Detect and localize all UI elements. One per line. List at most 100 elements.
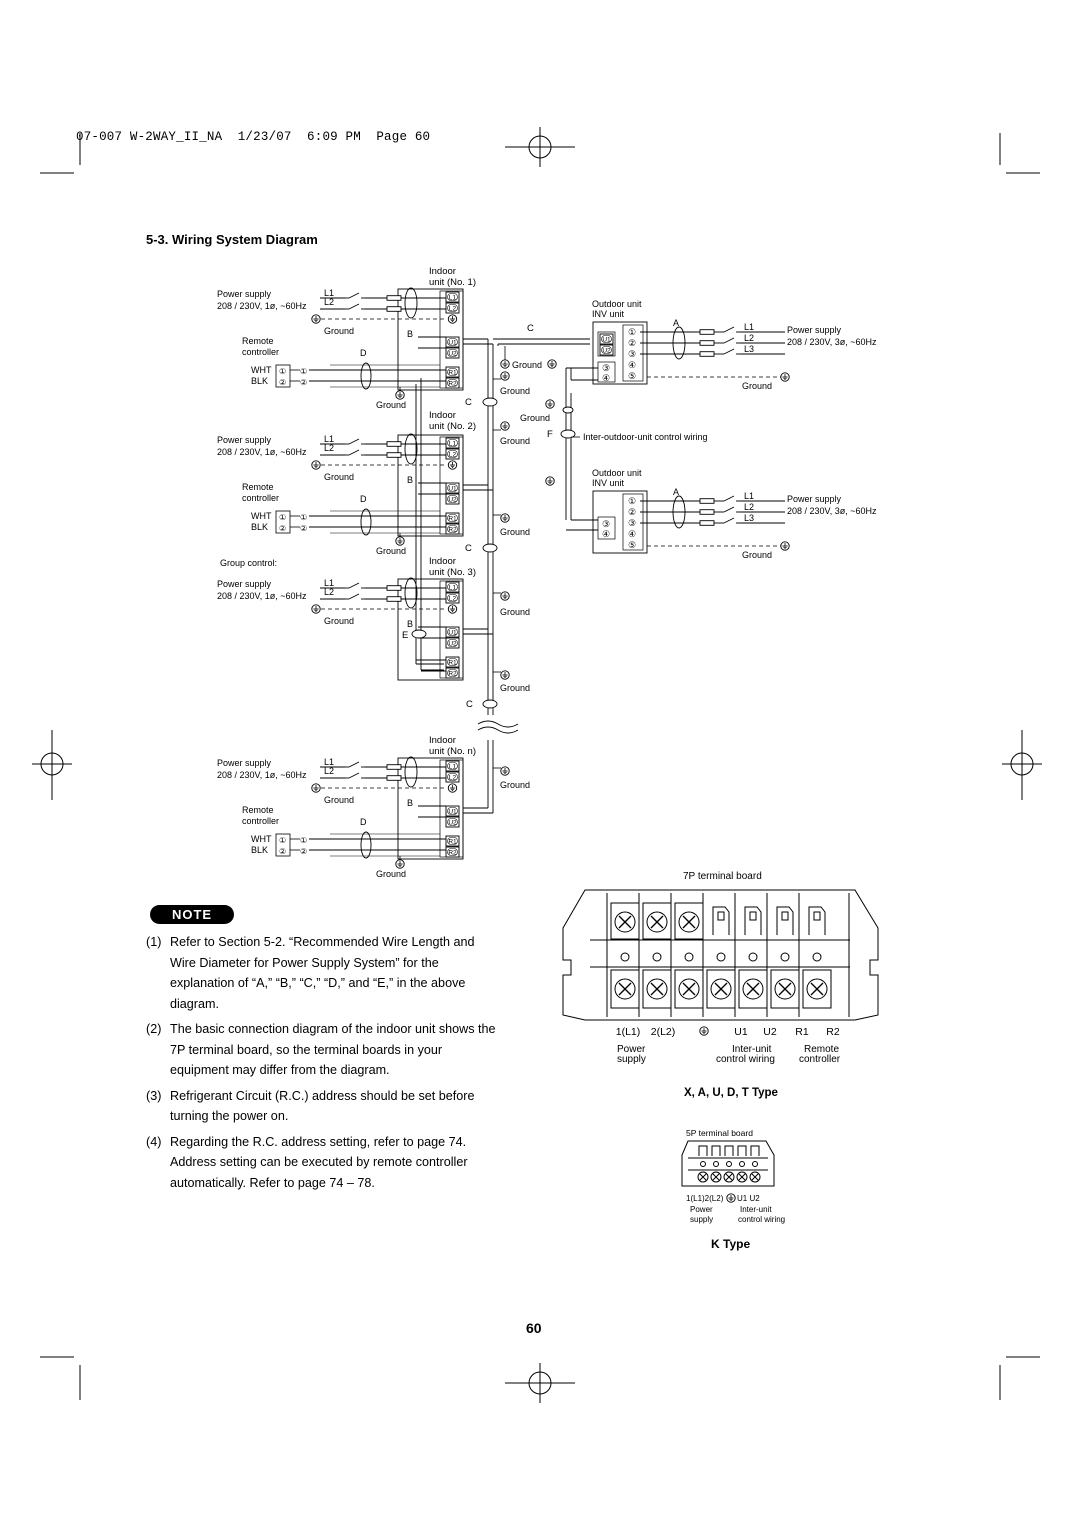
svg-text:INV unit: INV unit (592, 309, 625, 319)
svg-text:control wiring: control wiring (738, 1215, 785, 1224)
svg-text:L2: L2 (324, 443, 334, 453)
note-item: (4)Regarding the R.C. address setting, r… (146, 1132, 498, 1194)
svg-text:①: ① (628, 496, 636, 506)
svg-text:208 / 230V, 1ø, ~60Hz: 208 / 230V, 1ø, ~60Hz (217, 770, 307, 780)
svg-text:Ground: Ground (742, 381, 772, 391)
svg-text:WHT: WHT (251, 511, 272, 521)
svg-text:U2: U2 (448, 497, 457, 504)
tb5-type-label: K Type (711, 1237, 751, 1251)
svg-text:Ground: Ground (376, 400, 406, 410)
page-number: 60 (526, 1320, 542, 1336)
svg-text:supply: supply (690, 1215, 713, 1224)
svg-text:INV unit: INV unit (592, 478, 625, 488)
svg-text:U1: U1 (602, 337, 611, 344)
svg-text:Remote: Remote (242, 336, 274, 346)
svg-text:L1: L1 (449, 295, 457, 302)
svg-text:D: D (360, 817, 367, 827)
svg-text:A: A (673, 318, 679, 328)
svg-text:208 / 230V, 3ø, ~60Hz: 208 / 230V, 3ø, ~60Hz (787, 337, 877, 347)
svg-text:208 / 230V, 1ø, ~60Hz: 208 / 230V, 1ø, ~60Hz (217, 591, 307, 601)
svg-text:②: ② (300, 378, 307, 387)
svg-text:C: C (465, 397, 472, 408)
svg-text:L2: L2 (324, 297, 334, 307)
svg-text:unit (No. 1): unit (No. 1) (429, 277, 476, 288)
svg-text:L1: L1 (324, 288, 334, 298)
svg-text:Indoor: Indoor (429, 735, 456, 746)
note-text: The basic connection diagram of the indo… (170, 1022, 496, 1077)
notes-list: (1)Refer to Section 5-2. “Recommended Wi… (146, 932, 498, 1198)
note-text: Regarding the R.C. address setting, refe… (170, 1134, 468, 1190)
svg-text:B: B (407, 619, 413, 629)
svg-text:U1: U1 (734, 1026, 748, 1038)
svg-text:②: ② (300, 847, 307, 856)
svg-text:Outdoor unit: Outdoor unit (592, 468, 642, 478)
svg-text:Indoor: Indoor (429, 556, 456, 567)
svg-text:R2: R2 (448, 671, 457, 678)
svg-text:①: ① (279, 367, 286, 376)
svg-text:R1: R1 (448, 839, 457, 846)
svg-text:208 / 230V, 1ø, ~60Hz: 208 / 230V, 1ø, ~60Hz (217, 301, 307, 311)
indoor-unit-2-label: Indoor unit (No. 2) (429, 410, 476, 432)
svg-text:U2: U2 (448, 641, 457, 648)
svg-text:L2: L2 (744, 502, 754, 512)
svg-text:L1: L1 (744, 491, 754, 501)
note-text: Refrigerant Circuit (R.C.) address shoul… (170, 1088, 475, 1124)
svg-text:Inter-outdoor-unit control wir: Inter-outdoor-unit control wiring (583, 432, 708, 442)
svg-text:Ground: Ground (500, 607, 530, 617)
svg-text:L2: L2 (449, 596, 457, 603)
svg-text:R1: R1 (448, 370, 457, 377)
svg-text:U1: U1 (448, 630, 457, 637)
svg-text:Power supply: Power supply (787, 494, 842, 504)
svg-text:R1: R1 (448, 660, 457, 667)
svg-text:F: F (547, 429, 553, 440)
svg-text:Power supply: Power supply (217, 758, 272, 768)
svg-text:L2: L2 (744, 333, 754, 343)
inter-outdoor-label: Inter-outdoor-unit control wiring (571, 432, 708, 442)
terminal-board-7p (562, 889, 879, 1021)
svg-text:L2: L2 (449, 775, 457, 782)
svg-text:④: ④ (602, 373, 610, 383)
terminal-board-5p (681, 1140, 775, 1187)
svg-text:②: ② (628, 507, 636, 517)
svg-text:④: ④ (628, 360, 636, 370)
svg-text:U2: U2 (763, 1026, 777, 1038)
svg-text:②: ② (279, 847, 286, 856)
svg-text:U1: U1 (448, 486, 457, 493)
svg-text:R2: R2 (448, 850, 457, 857)
inter-unit-grounds: Ground Ground Ground Ground Ground Groun… (493, 346, 557, 790)
svg-text:unit (No. n): unit (No. n) (429, 746, 476, 757)
svg-text:Power supply: Power supply (217, 289, 272, 299)
svg-text:②: ② (300, 524, 307, 533)
svg-text:③: ③ (602, 519, 610, 529)
svg-text:Ground: Ground (500, 780, 530, 790)
svg-text:Ground: Ground (324, 326, 354, 336)
section-title: 5-3. Wiring System Diagram (146, 232, 318, 247)
svg-text:Power: Power (617, 1044, 646, 1055)
svg-text:③: ③ (628, 349, 636, 359)
indoor-unit-n-label: Indoor unit (No. n) (429, 735, 476, 757)
note-item: (3)Refrigerant Circuit (R.C.) address sh… (146, 1086, 498, 1127)
svg-text:A: A (673, 487, 679, 497)
svg-text:B: B (407, 798, 413, 808)
svg-text:Ground: Ground (512, 360, 542, 370)
svg-text:L1: L1 (449, 585, 457, 592)
svg-text:C: C (527, 323, 534, 334)
svg-text:L3: L3 (744, 513, 754, 523)
svg-text:L1: L1 (449, 764, 457, 771)
svg-text:Ground: Ground (324, 616, 354, 626)
svg-text:L1: L1 (324, 434, 334, 444)
svg-text:①: ① (279, 513, 286, 522)
svg-text:①: ① (300, 513, 307, 522)
svg-text:B: B (407, 475, 413, 485)
svg-text:control wiring: control wiring (716, 1054, 775, 1065)
tb5-labels: 1(L1)2(L2) U1 U2 Power supply Inter-unit… (686, 1193, 785, 1224)
svg-text:Ground: Ground (500, 436, 530, 446)
svg-text:Ground: Ground (500, 683, 530, 693)
svg-text:U2: U2 (448, 351, 457, 358)
svg-text:Inter-unit: Inter-unit (732, 1044, 772, 1055)
cable-letters: C C C E F C (402, 323, 553, 710)
